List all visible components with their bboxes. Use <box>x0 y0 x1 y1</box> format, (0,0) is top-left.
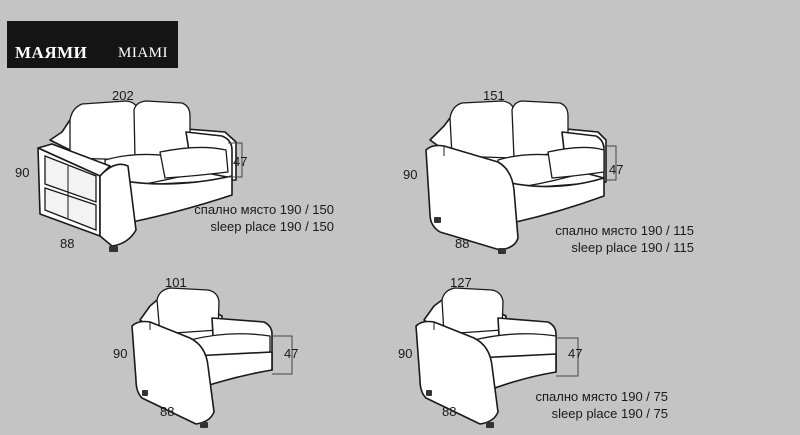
title-box: МАЯМИ MIAMI <box>7 21 178 68</box>
armchair2-width: 127 <box>450 275 472 290</box>
sofa2-seat-height: 47 <box>609 162 624 177</box>
armchair2-depth: 88 <box>442 404 457 419</box>
armchair1-width: 101 <box>165 275 187 290</box>
title-english: MIAMI <box>118 45 168 61</box>
sofa1-seat-height: 47 <box>233 154 248 169</box>
armchair1-seat-height: 47 <box>284 346 299 361</box>
sofa2-depth: 88 <box>455 236 470 251</box>
sofa1-sleep-bg: спално място 190 / 150 <box>194 202 334 217</box>
title-bulgarian: МАЯМИ <box>15 43 88 62</box>
sofa2-sleep-en: sleep place 190 / 115 <box>571 240 694 255</box>
sofa1-height: 90 <box>15 165 30 180</box>
sofa2-sleep-place: спално място 190 / 115 sleep place 190 /… <box>540 222 694 256</box>
armchair2-sleep-bg: спално място 190 / 75 <box>535 389 669 404</box>
armchair1-height: 90 <box>113 346 128 361</box>
sofa2-sleep-bg: спално място 190 / 115 <box>555 223 694 238</box>
armchair2-sleep-en: sleep place 190 / 75 <box>551 406 668 421</box>
sofa1-sleep-place: спално място 190 / 150 sleep place 190 /… <box>182 201 334 235</box>
sofa1-depth: 88 <box>60 236 75 251</box>
sofa2-height: 90 <box>403 167 418 182</box>
armchair1-depth: 88 <box>160 404 175 419</box>
armchair2-sleep-place: спално място 190 / 75 sleep place 190 / … <box>525 388 669 422</box>
sofa1-sleep-en: sleep place 190 / 150 <box>210 219 334 234</box>
armchair2-height: 90 <box>398 346 413 361</box>
sofa1-width: 202 <box>112 88 134 103</box>
armchair2-seat-height: 47 <box>568 346 583 361</box>
sofa2-width: 151 <box>483 88 505 103</box>
